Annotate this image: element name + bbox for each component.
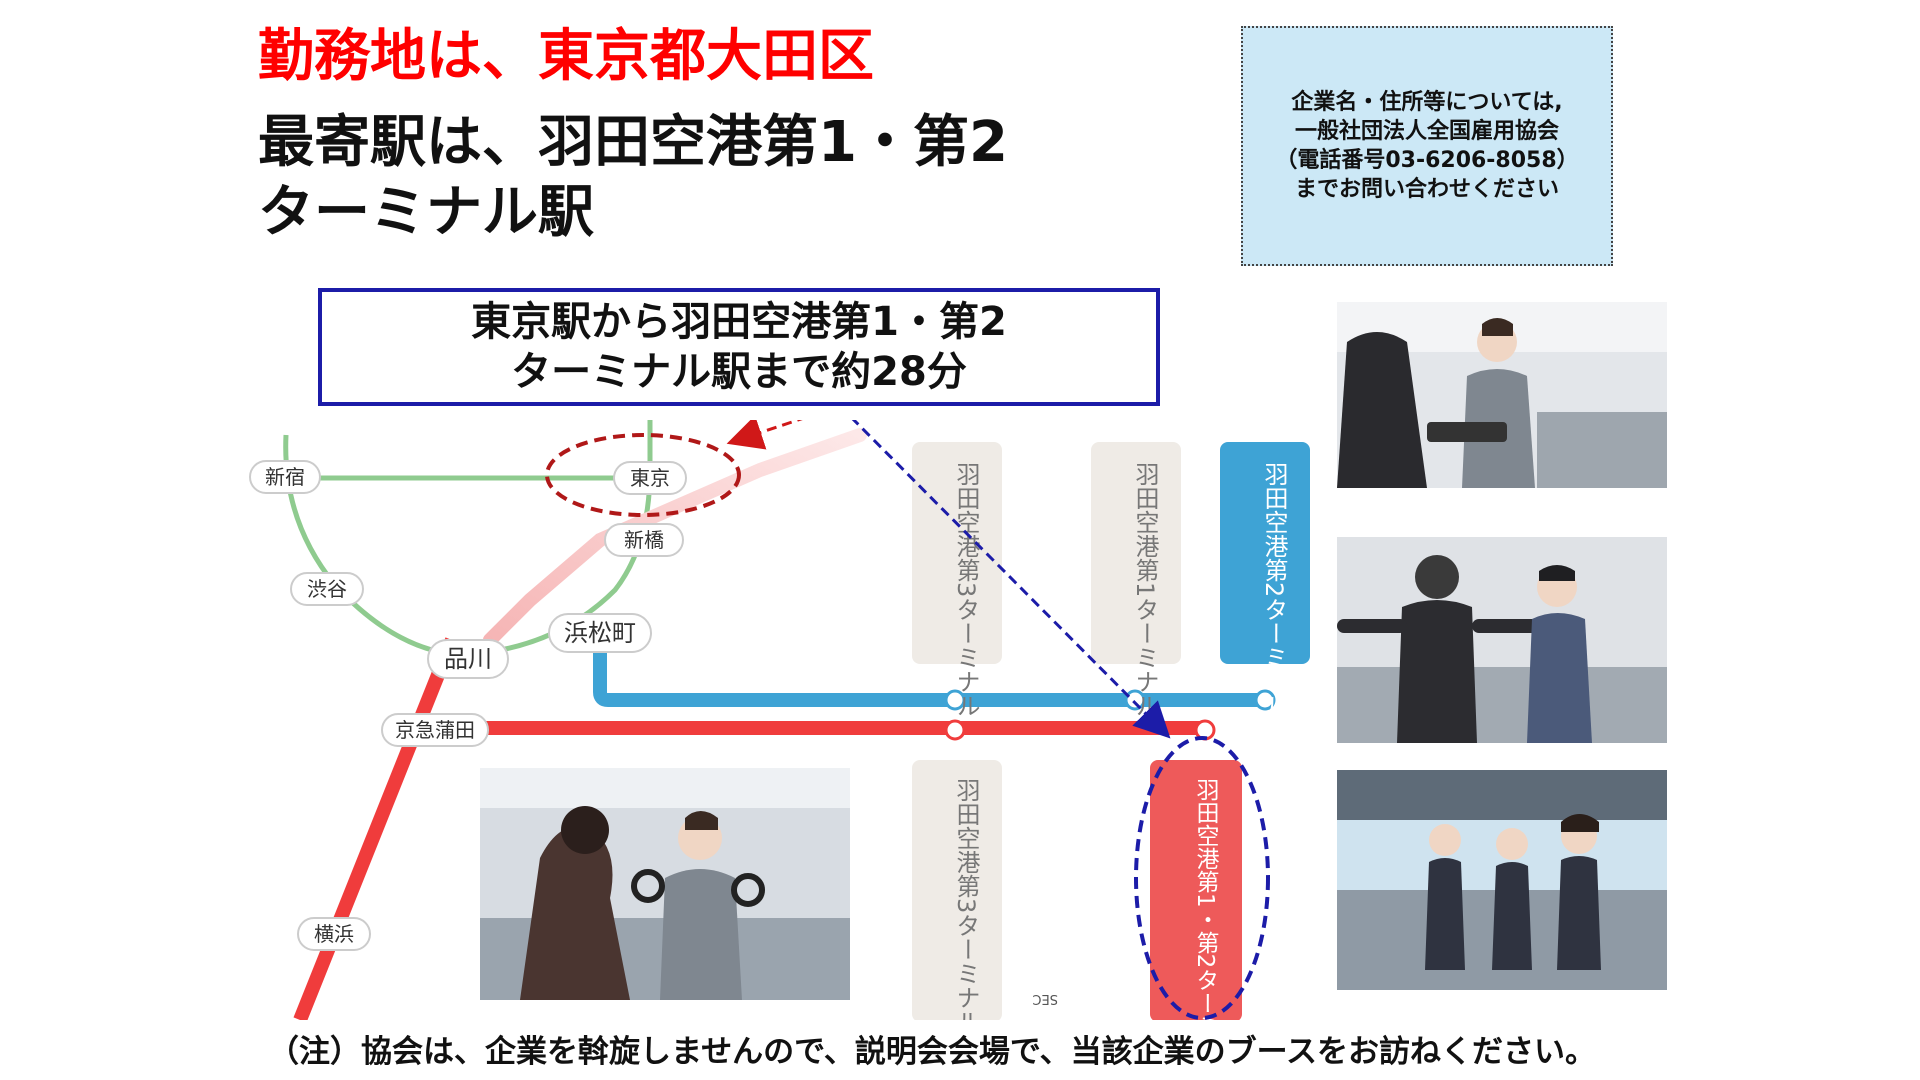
- access-line: ターミナル駅まで約28分: [511, 349, 967, 395]
- terminal-banner-monorail-t1: [1091, 442, 1181, 664]
- svg-text:渋谷: 渋谷: [307, 577, 347, 601]
- photo-staff-group: [1337, 770, 1667, 990]
- pink-line: [483, 428, 867, 647]
- svg-text:東京: 東京: [630, 466, 670, 490]
- contact-line: までお問い合わせください: [1294, 177, 1559, 202]
- contact-phone: （電話番号03-6206-8058）: [1275, 148, 1579, 173]
- terminal-banner-monorail-t2: [1220, 442, 1310, 664]
- svg-text:新橋: 新橋: [624, 528, 664, 552]
- headline-station: 最寄駅は、羽田空港第1・第2: [258, 110, 1008, 175]
- terminal-banner-monorail-t3: [912, 442, 1002, 664]
- photo-illustration: [1337, 537, 1667, 743]
- svg-text:品川: 品川: [444, 645, 492, 673]
- station-shinbashi: 新橋: [604, 523, 684, 557]
- access-line: 東京駅から羽田空港第1・第2: [471, 299, 1007, 345]
- route-map: 新宿 東京 新橋 渋谷 品川 浜松町 京急蒲田 横浜 羽田空港第3ターミナル 羽…: [249, 420, 1310, 1020]
- svg-text:新宿: 新宿: [265, 465, 305, 489]
- station-yokohama: 横浜: [297, 917, 371, 951]
- terminal-banner-keikyu-t12: [1150, 760, 1242, 1020]
- contact-box: 企業名・住所等については, 一般社団法人全国雇用協会 （電話番号03-6206-…: [1241, 26, 1613, 266]
- arrow-to-tokyo: [726, 420, 803, 450]
- terminal-label: 羽田空港第2ターミナル: [1260, 462, 1288, 717]
- terminal-banner-keikyu-t3: [912, 760, 1002, 1020]
- station-shinagawa: 品川: [427, 639, 509, 679]
- svg-text:浜松町: 浜松町: [564, 619, 636, 647]
- station-hamamatsucho: 浜松町: [548, 613, 652, 653]
- terminal-label: 羽田空港第1ターミナル: [1131, 462, 1159, 717]
- access-time-box: 東京駅から羽田空港第1・第2 ターミナル駅まで約28分: [318, 288, 1160, 406]
- terminal-label: 羽田空港第1・第2ターミナル: [1192, 778, 1220, 1020]
- terminal-label: 羽田空港第3ターミナル: [952, 778, 980, 1020]
- disclaimer-note: （注）協会は、企業を斡旋しませんので、説明会会場で、当該企業のブースをお訪ねくだ…: [268, 1034, 1597, 1070]
- station-shinjuku: 新宿: [249, 460, 321, 494]
- photo-body-check: [1337, 537, 1667, 743]
- station-keikyu-kamata: 京急蒲田: [381, 713, 489, 747]
- station-shibuya: 渋谷: [290, 572, 364, 606]
- arrow-to-haneda: [851, 420, 1171, 739]
- photo-illustration: [1337, 770, 1667, 990]
- contact-line: 一般社団法人全国雇用協会: [1294, 119, 1559, 144]
- keikyu-main-line: [293, 637, 459, 1020]
- photo-security-staff-counter: [1337, 302, 1667, 488]
- haneda-highlight-ellipse: [1134, 736, 1270, 1020]
- map-credit: SEC: [1032, 991, 1058, 1006]
- station-tokyo: 東京: [613, 461, 687, 495]
- photo-security-check-wand: [480, 768, 850, 1000]
- terminal-label: 羽田空港第3ターミナル: [952, 462, 980, 717]
- svg-text:横浜: 横浜: [314, 922, 354, 946]
- svg-text:京急蒲田: 京急蒲田: [395, 718, 475, 742]
- contact-line: 企業名・住所等については,: [1291, 90, 1563, 115]
- station-node: [944, 689, 966, 711]
- tokyo-highlight-ellipse: [545, 433, 741, 517]
- monorail-line: [593, 640, 1265, 707]
- photo-illustration: [1337, 302, 1667, 488]
- headline-station-cont: ターミナル駅: [258, 180, 594, 245]
- headline-location: 勤務地は、東京都大田区: [258, 24, 874, 89]
- station-node: [944, 719, 966, 741]
- photo-illustration: [480, 768, 850, 1000]
- station-node: [1254, 689, 1276, 711]
